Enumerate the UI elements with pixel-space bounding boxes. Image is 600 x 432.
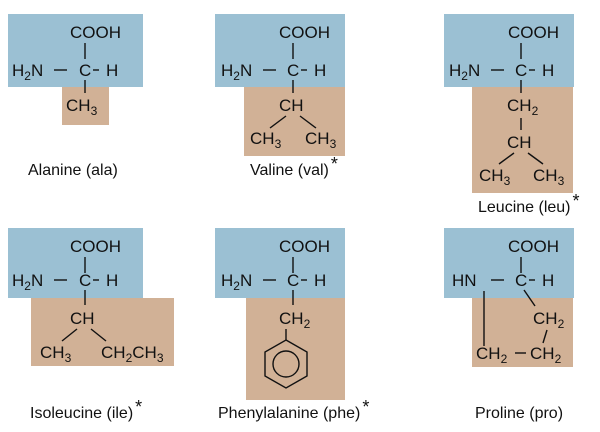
leucine-amine: H2N	[449, 61, 480, 83]
proline-side-chain-box	[472, 298, 573, 367]
isoleucine-cooh: COOH	[70, 237, 121, 256]
phenylalanine-hydrogen: H	[314, 271, 326, 290]
valine-bond-left	[269, 115, 287, 129]
leucine-ch: CH	[507, 133, 532, 152]
phenylalanine-label: Phenylalanine (phe)*	[218, 397, 369, 422]
alanine-structure: COOH H2N C H CH3	[8, 14, 143, 125]
phenylalanine-aromatic-circle	[272, 350, 300, 378]
isoleucine-ch2ch3: CH2CH3	[101, 343, 164, 365]
isoleucine-label: Isoleucine (ile)*	[30, 397, 142, 422]
alanine-label: Alanine (ala)	[28, 162, 118, 179]
alanine-alpha-carbon: C	[79, 61, 91, 80]
proline-hydrogen: H	[542, 271, 554, 290]
isoleucine-side-chain-box	[31, 298, 174, 366]
phenylalanine-backbone-box	[215, 228, 345, 298]
isoleucine-ch3: CH3	[40, 343, 72, 365]
phenylalanine-cooh: COOH	[279, 237, 330, 256]
leucine-ch2: CH2	[507, 96, 539, 118]
leucine-alpha-carbon: C	[515, 61, 527, 80]
phenylalanine-amine: H2N	[221, 271, 252, 293]
valine-hydrogen: H	[314, 61, 326, 80]
proline-ch2-lower-left: CH2	[476, 344, 508, 366]
valine-amine: H2N	[221, 61, 252, 83]
valine-alpha-carbon: C	[287, 61, 299, 80]
proline-ch2-lower-right: CH2	[530, 344, 562, 366]
leucine-structure: COOH H2N C H CH2 CH CH3 CH3	[444, 14, 574, 193]
isoleucine-structure: COOH H2N C H CH CH3 CH2CH3	[8, 228, 174, 366]
phenylalanine-benzene-ring	[264, 339, 308, 389]
proline-bond-ring-right	[542, 329, 548, 344]
proline-cooh: COOH	[508, 237, 559, 256]
isoleucine-bond-right	[90, 328, 107, 342]
valine-label: Valine (val)*	[250, 154, 338, 179]
proline-alpha-carbon: C	[515, 271, 527, 290]
alanine-amine: H2N	[12, 61, 43, 83]
isoleucine-bond-left	[61, 328, 78, 342]
valine-backbone-box	[215, 14, 345, 87]
leucine-hydrogen: H	[542, 61, 554, 80]
leucine-cooh: COOH	[508, 23, 559, 42]
valine-ch: CH	[279, 96, 304, 115]
proline-bond-alpha-ring	[523, 289, 536, 307]
leucine-ch3-right: CH3	[533, 166, 565, 188]
valine-ch3-left: CH3	[250, 129, 282, 151]
leucine-ch3-left: CH3	[479, 166, 511, 188]
valine-ch3-right: CH3	[305, 129, 337, 151]
isoleucine-hydrogen: H	[106, 271, 118, 290]
isoleucine-ch: CH	[70, 309, 95, 328]
proline-label: Proline (pro)	[475, 405, 563, 422]
isoleucine-amine: H2N	[12, 271, 43, 293]
isoleucine-alpha-carbon: C	[79, 271, 91, 290]
leucine-backbone-box	[444, 14, 574, 87]
proline-backbone-box	[444, 228, 574, 298]
phenylalanine-alpha-carbon: C	[287, 271, 299, 290]
alanine-backbone-box	[8, 14, 143, 87]
leucine-bond-left	[498, 152, 515, 165]
alanine-cooh: COOH	[70, 23, 121, 42]
proline-ch2-upper: CH2	[533, 309, 565, 331]
leucine-side-chain-box	[472, 87, 573, 193]
proline-amine: HN	[452, 271, 477, 290]
valine-structure: COOH H2N C H CH CH3 CH3	[215, 14, 345, 156]
alanine-ch3: CH3	[66, 96, 98, 118]
proline-structure: COOH HN C H CH2 CH2 CH2	[444, 228, 574, 367]
phenylalanine-structure: COOH H2N C H CH2	[215, 228, 345, 400]
valine-bond-right	[299, 115, 317, 129]
leucine-label: Leucine (leu)*	[478, 191, 580, 216]
alanine-hydrogen: H	[106, 61, 118, 80]
isoleucine-backbone-box	[8, 228, 143, 298]
alanine-side-chain-box	[62, 87, 109, 125]
phenylalanine-ch2: CH2	[279, 309, 311, 331]
valine-side-chain-box	[244, 87, 345, 156]
leucine-bond-right	[527, 152, 544, 165]
valine-cooh: COOH	[279, 23, 330, 42]
